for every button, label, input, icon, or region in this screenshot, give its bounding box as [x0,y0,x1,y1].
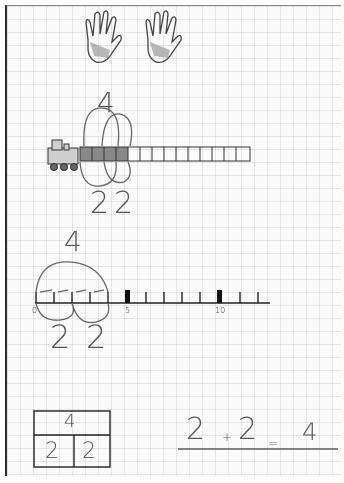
box-part-number: 2 [82,439,96,464]
number-track [80,147,250,161]
number-line-whole-number: 4 [64,225,82,258]
number-line-part-number: 2 [50,318,70,356]
number-line-tick-label: 10 [215,306,225,315]
train-drawing [48,140,78,171]
left-hand-drawing [86,11,121,63]
equation-sum: 4 [302,418,317,446]
number-line-tick-label: 0 [32,306,37,315]
equation-second-addend: 2 [238,412,257,447]
equation-equals-sign: = [268,436,278,450]
train-whole-number: 4 [97,86,115,119]
number-line [35,290,270,303]
box-whole-number: 4 [64,411,75,432]
number-line-tick-label: 5 [125,306,130,315]
train-part-number: 2 [114,186,133,221]
right-hand-drawing [146,11,181,63]
equation-first-addend: 2 [186,412,205,447]
box-part-number: 2 [45,439,59,464]
equation-plus-sign: + [222,430,232,444]
train-part-number: 2 [90,186,109,221]
number-line-part-number: 2 [86,318,106,356]
